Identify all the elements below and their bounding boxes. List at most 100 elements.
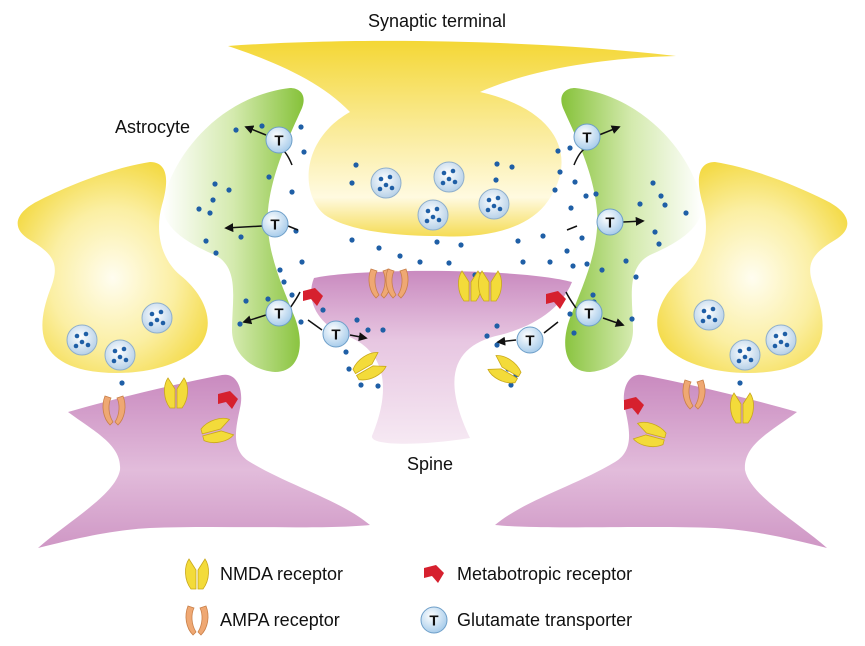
glutamate-dot (629, 316, 635, 322)
svg-text:T: T (525, 333, 534, 350)
right-dendrite-shape (495, 374, 827, 548)
glutamate-dot (380, 327, 386, 333)
glutamate-dot (349, 237, 355, 243)
glutamate-dot (572, 179, 578, 185)
synaptic-vesicle (693, 299, 725, 331)
glutamate-dot (259, 123, 265, 129)
svg-text:T: T (274, 133, 283, 150)
synaptic-vesicle (370, 167, 402, 199)
metabotropic-receptor-icon (424, 565, 444, 583)
glutamate-dot (196, 206, 202, 212)
glutamate-dot (289, 292, 295, 298)
glutamate-dot (213, 250, 219, 256)
glutamate-dot (358, 382, 364, 388)
synaptic-vesicle (433, 161, 465, 193)
glutamate-dot (376, 245, 382, 251)
glutamate-dot (557, 169, 563, 175)
transporter-icon: T (420, 606, 448, 634)
glutamate-dot (579, 235, 585, 241)
legend-transporter: T Glutamate transporter (417, 603, 632, 637)
glutamate-dot (237, 321, 243, 327)
legend-transporter-label: Glutamate transporter (457, 609, 633, 630)
glutamate-dot (299, 259, 305, 265)
glutamate-dot (567, 311, 573, 317)
glutamate-dot (417, 259, 423, 265)
glutamate-dot (320, 307, 326, 313)
svg-text:T: T (582, 130, 591, 147)
glutamate-dot (446, 260, 452, 266)
synaptic-vesicle (417, 199, 449, 231)
glutamate-dot (494, 342, 500, 348)
glutamate-dot (301, 149, 307, 155)
glutamate-dot (633, 274, 639, 280)
glutamate-dot (484, 333, 490, 339)
glutamate-dot (203, 238, 209, 244)
legend-metabotropic-label: Metabotropic receptor (457, 563, 633, 584)
legend-ampa: AMPA receptor (180, 603, 340, 637)
right-astrocyte-shape (561, 88, 703, 372)
ampa-receptor-icon (185, 605, 209, 636)
glutamate-dot (298, 124, 304, 130)
glutamate-dot (571, 330, 577, 336)
glutamate-dot (737, 380, 743, 386)
glutamate-dot (493, 177, 499, 183)
glutamate-dot (570, 263, 576, 269)
glutamate-dot (346, 366, 352, 372)
glutamate-dot (584, 261, 590, 267)
glutamate-dot (458, 242, 464, 248)
glutamate-dot (494, 161, 500, 167)
glutamate-dot (365, 327, 371, 333)
glutamate-dot (212, 181, 218, 187)
synaptic-vesicle (66, 324, 98, 356)
nmda-receptor-icon (185, 558, 209, 590)
transporter-icon: T (516, 326, 544, 354)
synaptic-vesicle (765, 324, 797, 356)
glutamate-dot (354, 317, 360, 323)
glutamate-dot (289, 189, 295, 195)
glutamate-dot (343, 349, 349, 355)
transporter-icon: T (261, 210, 289, 238)
svg-text:T: T (331, 327, 340, 344)
legend-ampa-label: AMPA receptor (220, 609, 340, 630)
astrocyte-label: Astrocyte (115, 117, 190, 137)
transporter-icon: T (265, 126, 293, 154)
glutamate-dot (277, 267, 283, 273)
transporter-icon: T (575, 299, 603, 327)
glutamate-dot (658, 193, 664, 199)
glutamate-dot (233, 127, 239, 133)
glutamate-dot (623, 258, 629, 264)
glutamate-dot (567, 145, 573, 151)
glutamate-dot (375, 383, 381, 389)
glutamate-dot (599, 267, 605, 273)
glutamate-dot (265, 296, 271, 302)
svg-text:T: T (605, 215, 614, 232)
glutamate-dot (210, 197, 216, 203)
svg-text:T: T (274, 306, 283, 323)
synaptic-vesicle (141, 302, 173, 334)
transporter-icon: T (596, 208, 624, 236)
glutamate-dot (547, 259, 553, 265)
glutamate-dot (349, 180, 355, 186)
svg-text:T: T (584, 306, 593, 323)
synaptic-vesicle (478, 188, 510, 220)
glutamate-dot (656, 241, 662, 247)
glutamate-dot (583, 193, 589, 199)
glutamate-dot (207, 210, 213, 216)
glutamate-dot (540, 233, 546, 239)
glutamate-dot (226, 187, 232, 193)
glutamate-dot (397, 253, 403, 259)
svg-text:T: T (270, 217, 279, 234)
glutamate-dot (494, 323, 500, 329)
transporter-icon: T (265, 299, 293, 327)
spine-shape (311, 270, 572, 444)
synaptic-terminal-label: Synaptic terminal (368, 11, 506, 31)
left-dendrite-shape (38, 374, 370, 548)
legend-metabotropic: Metabotropic receptor (417, 557, 632, 591)
legend-nmda-label: NMDA receptor (220, 563, 344, 584)
glutamate-dot (593, 191, 599, 197)
glutamate-dot (555, 148, 561, 154)
glutamate-dot (552, 187, 558, 193)
svg-text:T: T (429, 613, 438, 630)
glutamate-dot (652, 229, 658, 235)
nmda-receptor-icon (485, 352, 525, 388)
